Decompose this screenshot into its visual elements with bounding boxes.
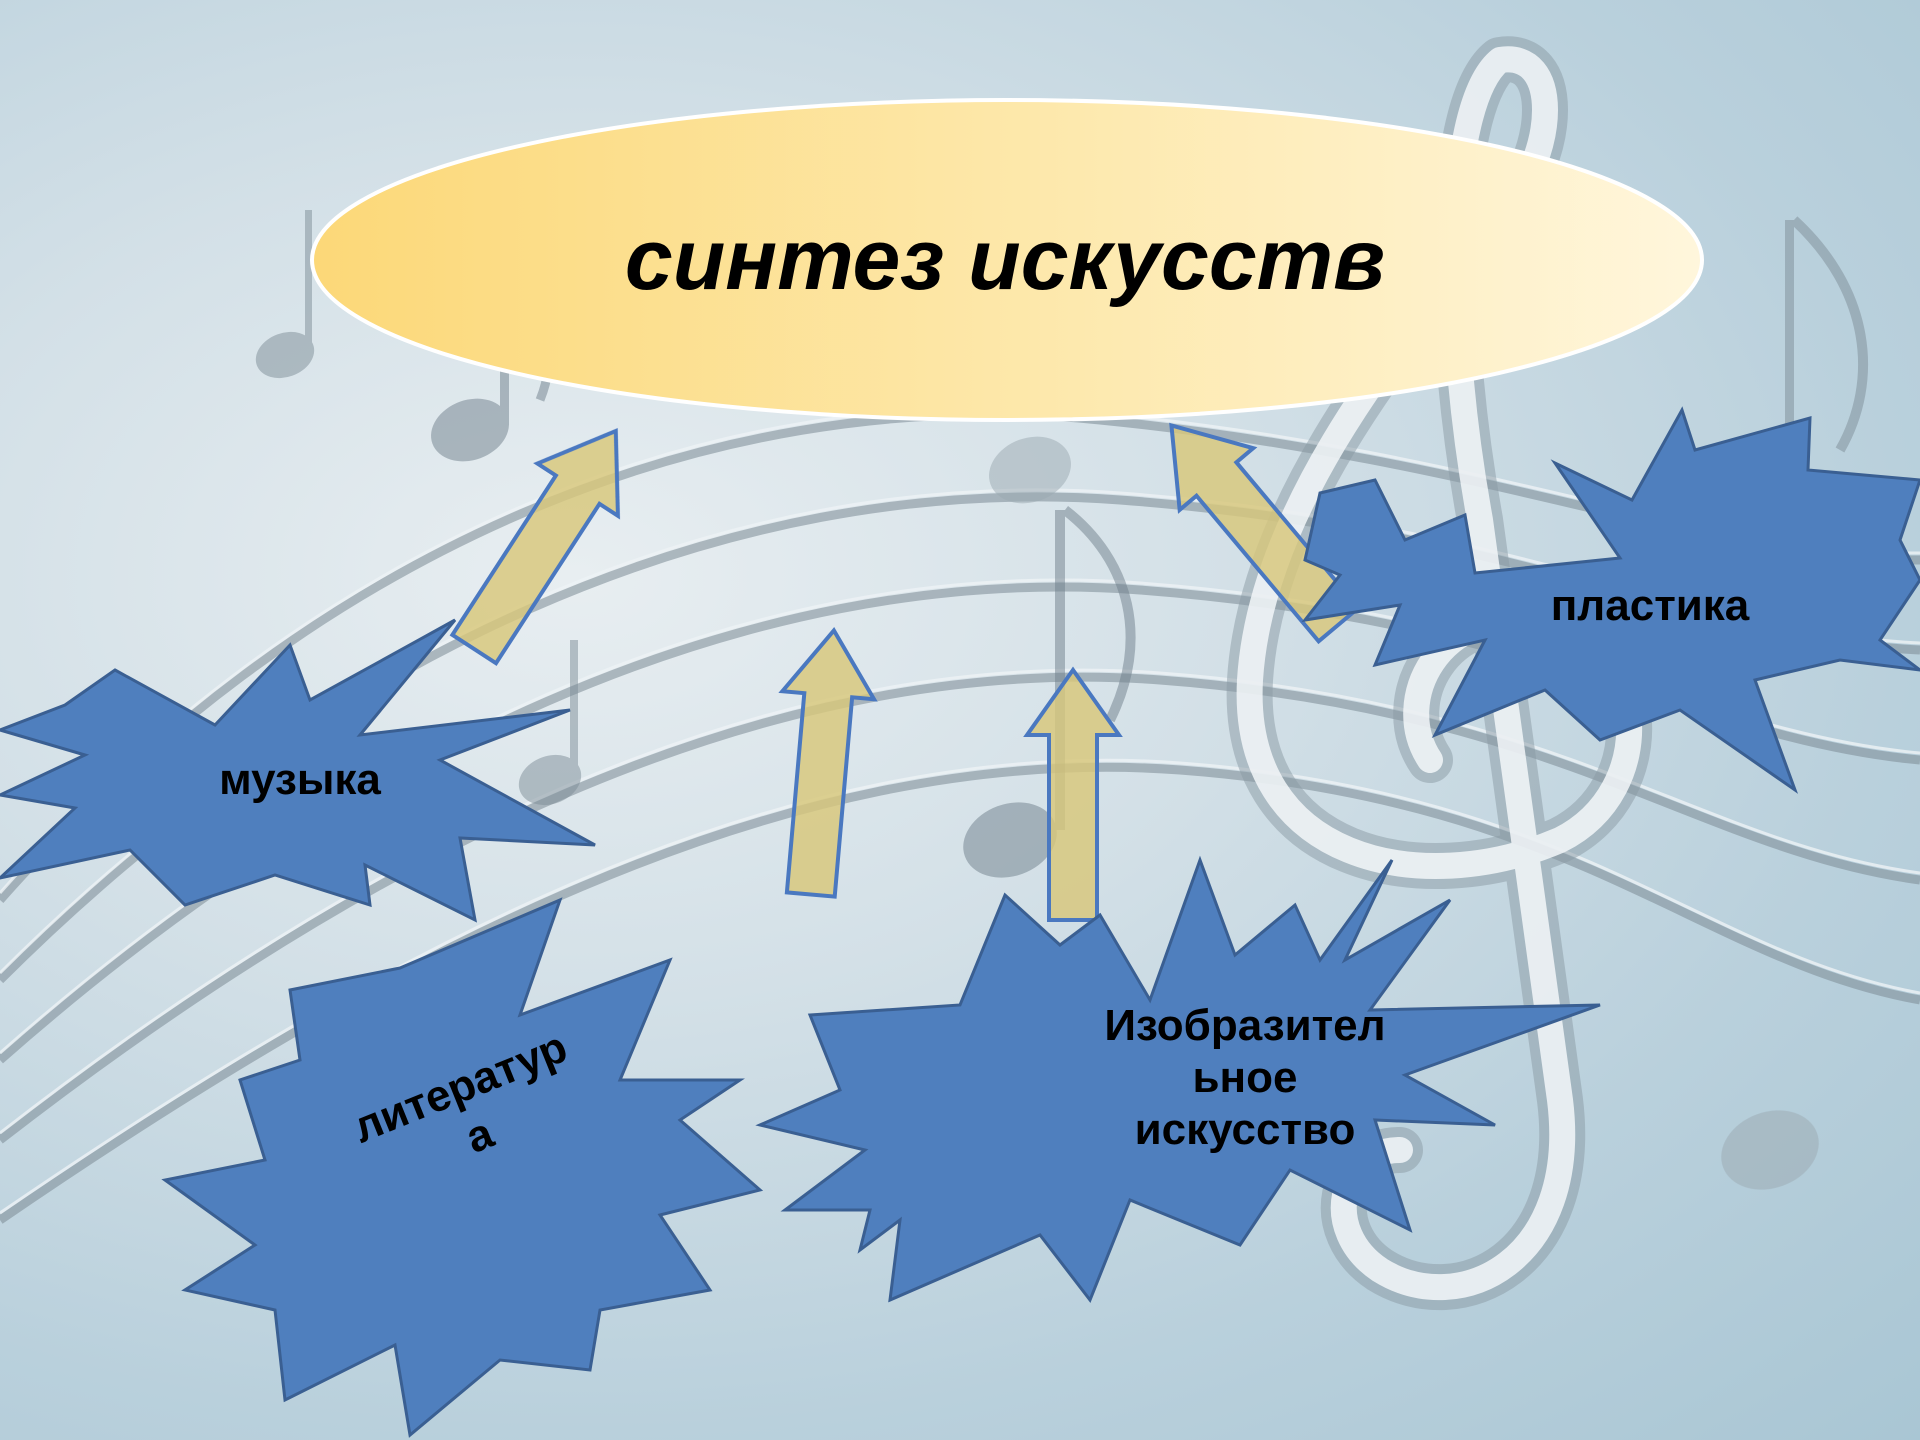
arrow-fine-art — [1027, 670, 1119, 920]
node-music-label: музыка — [150, 754, 450, 806]
page-title: синтез искусств — [310, 205, 1700, 315]
node-fine-art-label: Изобразител ьное искусство — [1000, 1000, 1490, 1156]
starbursts — [0, 410, 1920, 1435]
node-plastic-label: пластика — [1480, 580, 1820, 632]
arrow-literature — [765, 626, 880, 898]
